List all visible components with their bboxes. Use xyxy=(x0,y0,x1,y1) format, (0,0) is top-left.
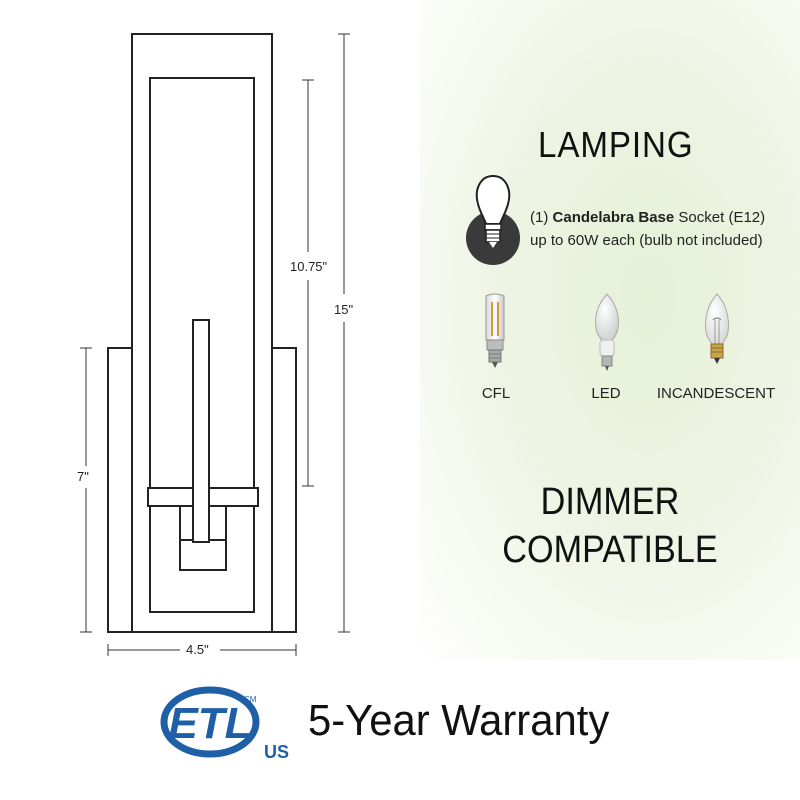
dim-label-total-height: 15" xyxy=(334,302,354,317)
etl-logo-icon: ETL CM US xyxy=(160,682,294,764)
socket-suffix: Socket (E12) xyxy=(678,209,766,226)
etl-cm-text: CM xyxy=(244,695,257,704)
bulb-type-cfl: CFL xyxy=(481,385,511,402)
center-stem xyxy=(192,319,210,543)
bulb-type-led: LED xyxy=(591,385,621,402)
inner-glass xyxy=(149,77,255,613)
socket-type: Candelabra Base xyxy=(552,209,675,226)
cfl-bulb-icon xyxy=(485,293,505,368)
etl-region-text: US xyxy=(264,742,289,762)
dimmer-line-1: DIMMER xyxy=(540,481,680,523)
warranty-text: 5-Year Warranty xyxy=(308,696,610,745)
led-bulb-icon xyxy=(595,293,619,371)
lamping-title: LAMPING xyxy=(538,124,694,165)
dim-label-backplate-height: 7" xyxy=(77,469,89,484)
wattage-spec-line: up to 60W each (bulb not included) xyxy=(530,232,763,249)
dim-label-shade-height: 10.75" xyxy=(290,259,328,274)
bulb-type-incandescent: INCANDESCENT xyxy=(656,385,776,402)
candelabra-bulb-icon xyxy=(466,174,520,265)
dimmer-line-2: COMPATIBLE xyxy=(502,529,718,571)
socket-count: (1) xyxy=(530,209,549,226)
etl-mark-text: ETL xyxy=(168,699,251,748)
socket-spec-line: (1) Candelabra Base Socket (E12) xyxy=(530,209,765,226)
dimmer-compatible-text: DIMMER COMPATIBLE xyxy=(475,478,745,574)
incandescent-bulb-icon xyxy=(705,293,729,364)
dim-label-width: 4.5" xyxy=(186,642,209,657)
